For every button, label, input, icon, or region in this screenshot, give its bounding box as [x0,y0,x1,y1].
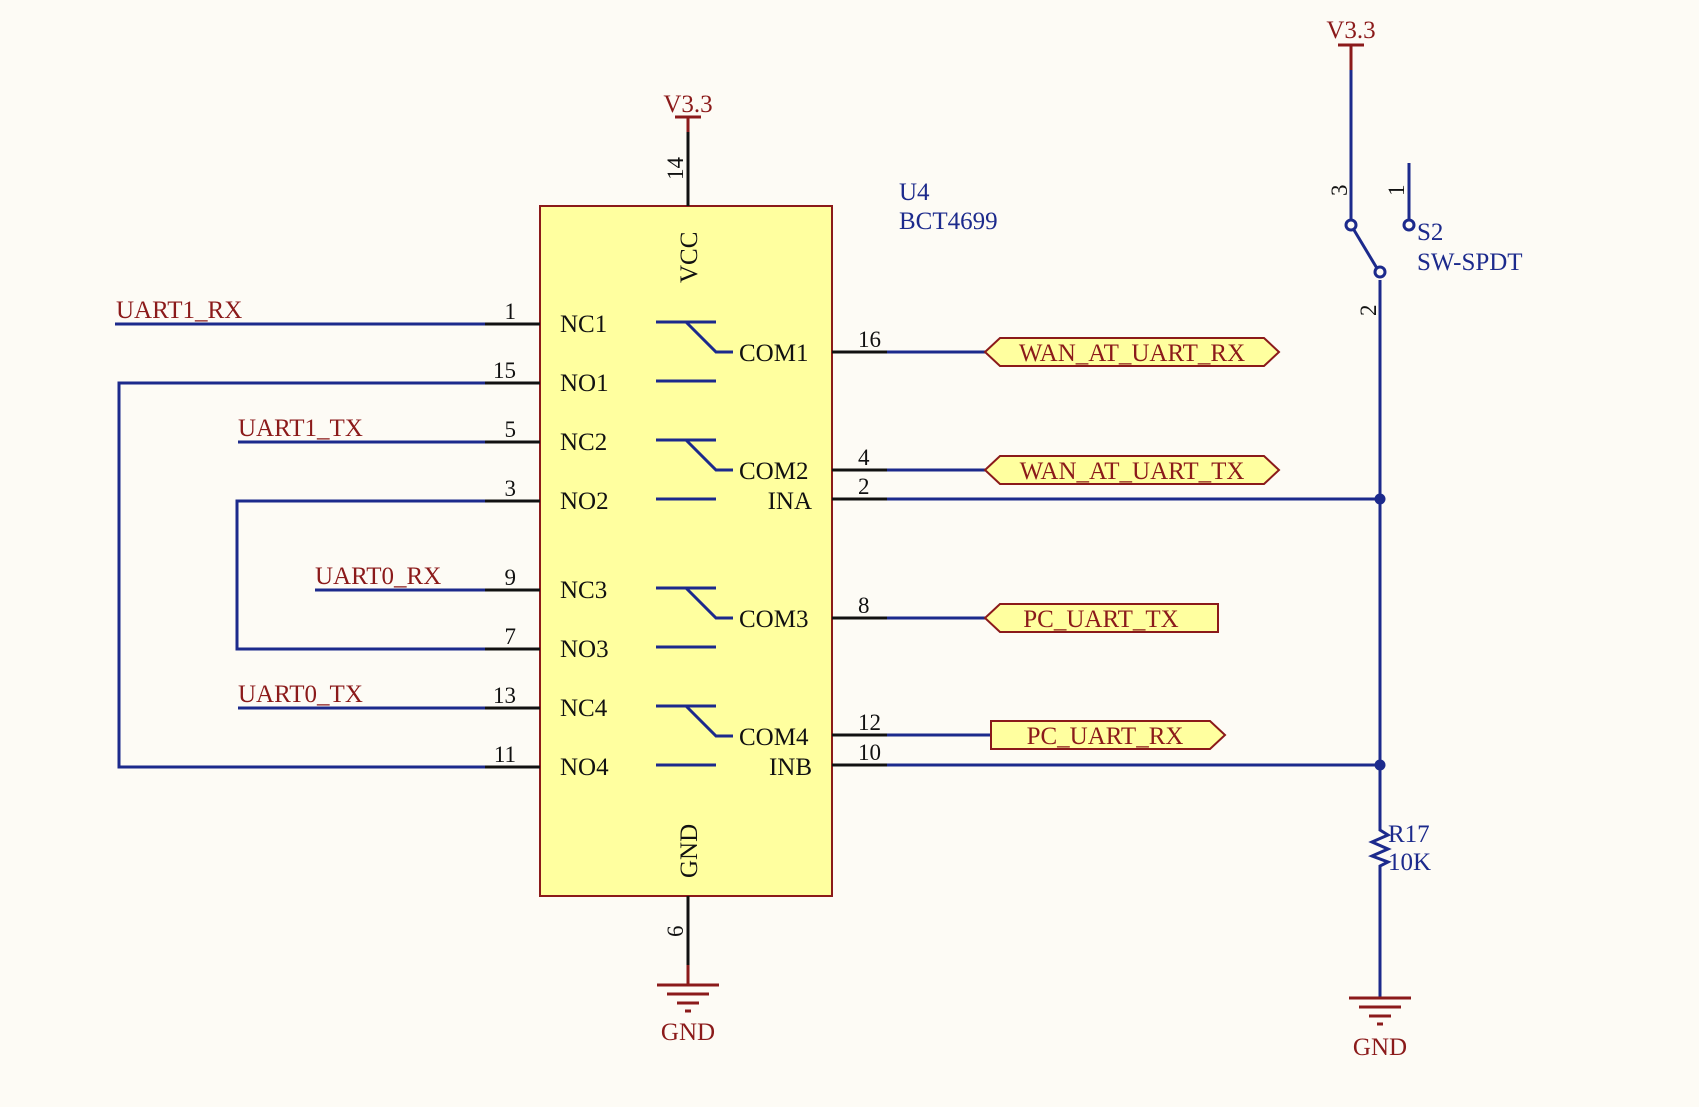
pin-name-no3: NO3 [560,636,609,663]
pin-name-com3: COM3 [739,606,808,633]
wire-no1-no4-loop [117,381,485,769]
pin-name-com1: COM1 [739,340,808,367]
u4-part-number: BCT4699 [899,208,998,235]
pin-name-com4: COM4 [739,724,809,751]
wire-no2-no3-loop [235,499,485,651]
pin-name-no2: NO2 [560,488,609,515]
s2-contact-3 [1344,218,1358,232]
pin-name-nc4: NC4 [560,695,608,722]
net-label-uart1-rx: UART1_RX [116,297,242,324]
s2-pin-number-3: 3 [1327,185,1352,197]
u4-gnd-pin-name: GND [676,824,703,878]
pin-name-no4: NO4 [560,754,609,781]
pin-number-no2: 3 [505,476,517,501]
u4-internal-switches [656,320,733,767]
port-label-pc-uart-rx: PC_UART_RX [1027,723,1184,750]
u4-right-pins [832,350,887,767]
pin-name-ina: INA [768,488,812,515]
s2-designator: S2 [1417,219,1443,246]
port-wan-at-uart-tx [983,455,1281,485]
s2-contact-1 [1402,218,1416,232]
junction-ina [1374,493,1386,505]
pin-number-no1: 15 [493,358,516,383]
pin-name-com2: COM2 [739,458,808,485]
pin-name-no1: NO1 [560,370,609,397]
pin-number-nc4: 13 [493,683,516,708]
s2-pin-number-2: 2 [1356,305,1381,317]
port-label-pc-uart-tx: PC_UART_TX [1023,606,1178,633]
port-label-wan-at-uart-tx: WAN_AT_UART_TX [1020,458,1245,485]
net-label-uart1-tx: UART1_TX [238,415,363,442]
wires [115,70,1382,998]
vcc-label-s2: V3.3 [1326,17,1375,44]
port-wan-at-uart-rx [983,337,1281,367]
pin-name-nc3: NC3 [560,577,607,604]
gnd-label-r17: GND [1353,1034,1407,1061]
vcc-symbol-s2 [1338,43,1364,70]
gnd-symbol-r17 [1349,996,1411,1026]
u4-body [539,205,833,897]
pin-number-com1: 16 [858,327,881,352]
pin-number-nc2: 5 [505,417,517,442]
pin-number-com3: 8 [858,593,870,618]
gnd-symbol-u4 [657,965,719,1013]
pin-name-inb: INB [769,754,812,781]
u4-designator: U4 [899,179,930,206]
pin-number-ina: 2 [858,474,870,499]
pin-number-inb: 10 [858,740,881,765]
s2-switch-symbol [1349,163,1411,338]
vcc-symbol-u4 [675,115,701,132]
u4-gnd-pin-number: 6 [663,926,688,938]
r17-designator: R17 [1388,821,1430,848]
r17-resistor-symbol [1368,820,1392,870]
s2-pin-number-1: 1 [1384,185,1409,197]
net-label-uart0-rx: UART0_RX [315,563,441,590]
r17-value: 10K [1388,849,1431,876]
pin-number-nc1: 1 [505,299,517,324]
pin-number-com2: 4 [858,445,870,470]
pin-number-com4: 12 [858,710,881,735]
port-pc-uart-rx [990,720,1227,750]
pin-number-no3: 7 [505,624,517,649]
gnd-label-u4: GND [661,1019,715,1046]
junction-inb [1374,759,1386,771]
vcc-label-u4: V3.3 [663,91,712,118]
u4-vcc-pin-name: VCC [676,232,703,283]
pin-name-nc2: NC2 [560,429,607,456]
s2-contact-2 [1373,265,1387,279]
u4-vcc-pin-number: 14 [663,157,688,181]
pin-name-nc1: NC1 [560,311,607,338]
pin-number-no4: 11 [494,742,516,767]
net-label-uart0-tx: UART0_TX [238,681,363,708]
port-pc-uart-tx [983,603,1219,633]
u4-left-pins [485,322,540,769]
port-label-wan-at-uart-rx: WAN_AT_UART_RX [1019,340,1245,367]
pin-number-nc3: 9 [505,565,517,590]
s2-part-number: SW-SPDT [1417,249,1523,276]
